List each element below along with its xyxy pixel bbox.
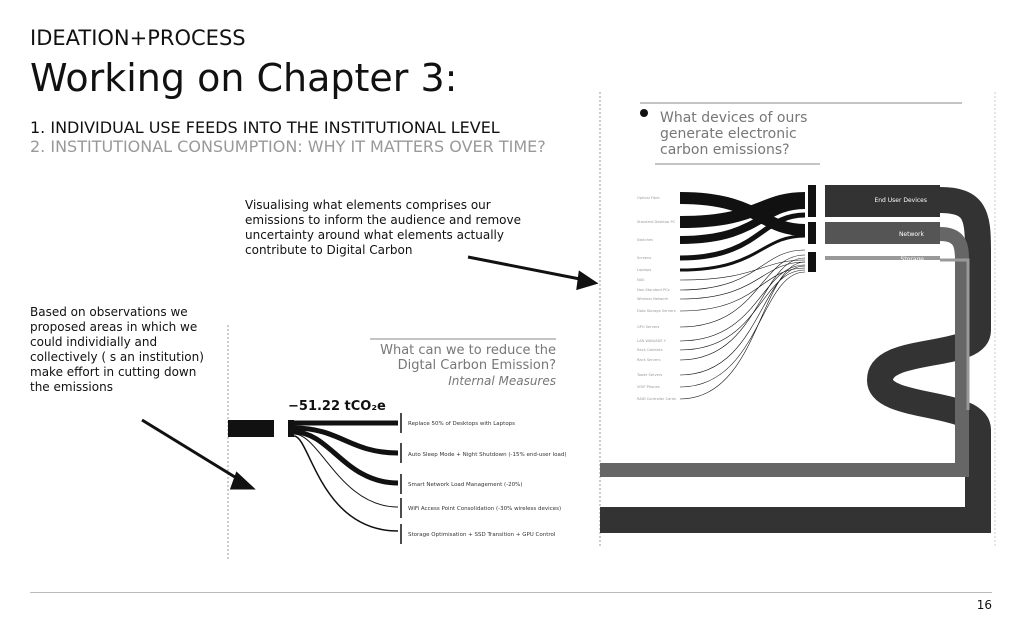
source-label: LAN WAN/ADE Y xyxy=(637,339,667,343)
source-label: Laptops xyxy=(637,268,651,272)
source-label: Wireless Network xyxy=(637,297,669,301)
source-label: Rack Cabinets xyxy=(637,348,663,352)
source-label: Non-Standard PCs xyxy=(637,288,670,292)
reduction-sankey xyxy=(228,413,402,544)
total-reduction: −51.22 tCO₂e xyxy=(288,399,386,414)
source-label: Tower Servers xyxy=(636,373,662,377)
kicker: IDEATION+PROCESS xyxy=(30,26,246,50)
target-label: End User Devices xyxy=(874,197,927,204)
source-label: Data Storage Servers xyxy=(637,309,676,313)
devices-sankey xyxy=(600,185,991,533)
reduction-note: Based on observations we proposed areas … xyxy=(30,305,204,394)
source-label: Screens xyxy=(637,256,651,260)
arrow-down xyxy=(141,418,256,490)
devices-note: Visualising what elements comprises our … xyxy=(245,198,522,257)
target-label: Network xyxy=(899,231,925,238)
measure-label: Replace 50% of Desktops with Laptops xyxy=(408,421,515,427)
source-label: Standard Desktop PC xyxy=(637,220,676,224)
target-label: Storage xyxy=(901,256,925,263)
footer-rule xyxy=(30,592,992,593)
measure-label: Smart Network Load Management (-20%) xyxy=(408,482,523,488)
reduction-question: What can we to reduce the Digtal Carbon … xyxy=(380,343,556,373)
reduction-subtitle: Internal Measures xyxy=(448,374,556,388)
source-label: GPU Servers xyxy=(637,325,660,329)
source-label: Switches xyxy=(637,238,653,242)
source-label: RAID Controller Cards xyxy=(637,397,676,401)
point-2: 2. INSTITUTIONAL CONSUMPTION: WHY IT MAT… xyxy=(30,137,546,156)
source-label: Optical Fibre xyxy=(637,196,660,200)
page-title: Working on Chapter 3: xyxy=(30,56,458,100)
source-label: Rack Servers xyxy=(637,358,661,362)
source-label: NAS xyxy=(637,278,645,282)
source-label: VOIP Phones xyxy=(637,385,660,389)
measure-label: Storage Optimisation + SSD Transition + … xyxy=(408,532,556,538)
bullet-icon xyxy=(640,109,648,117)
measure-label: WiFi Access Point Consolidation (-30% wi… xyxy=(408,506,561,512)
point-1: 1. INDIVIDUAL USE FEEDS INTO THE INSTITU… xyxy=(30,118,500,137)
page-number: 16 xyxy=(976,598,992,612)
arrow-right xyxy=(467,255,599,291)
measure-label: Auto Sleep Mode + Night Shutdown (-15% e… xyxy=(408,452,566,458)
devices-question: What devices of ours generate electronic… xyxy=(660,110,808,158)
